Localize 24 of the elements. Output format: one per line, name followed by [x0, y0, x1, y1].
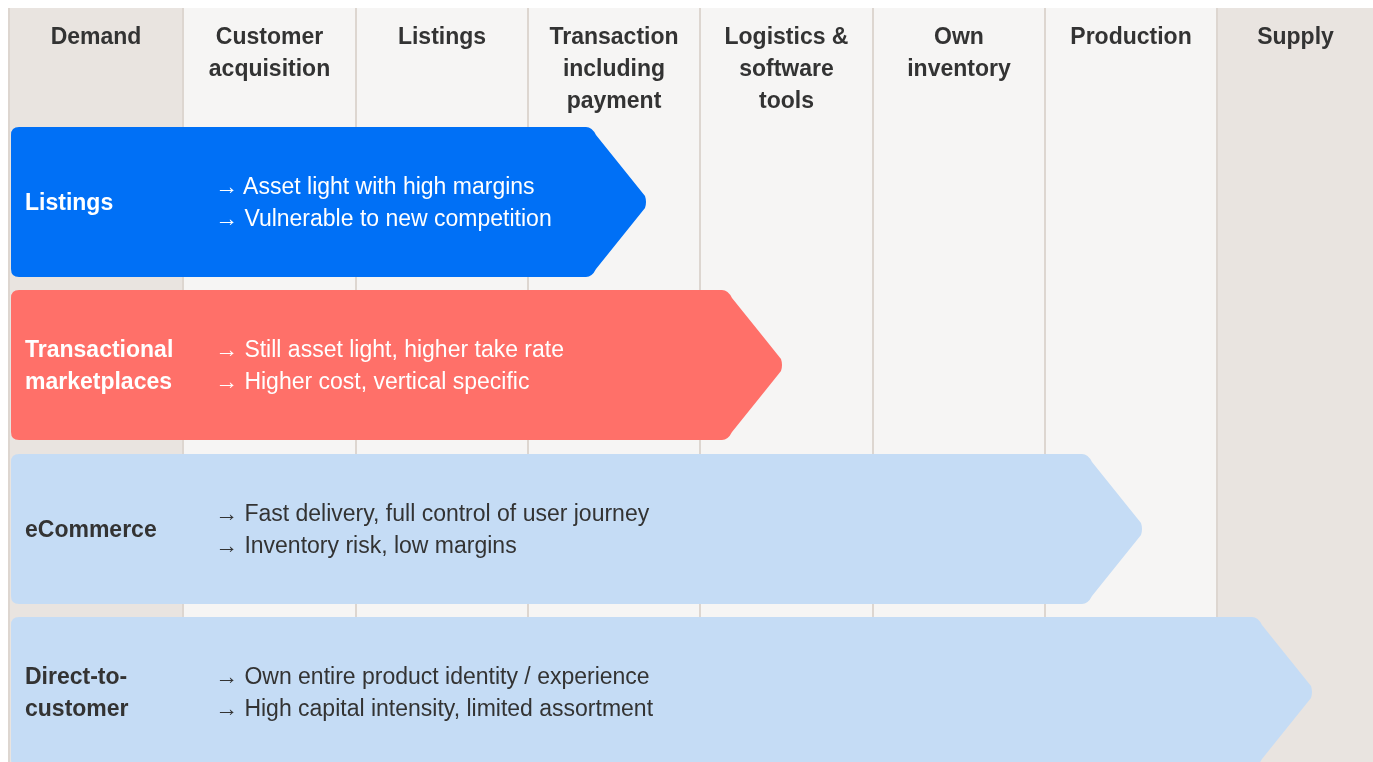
column-heading: Listings [396, 22, 488, 51]
band-heading: eCommerce [25, 515, 158, 544]
column-heading: Production [1069, 22, 1193, 51]
column-heading: Transaction including payment [548, 22, 680, 115]
chevron-band [11, 127, 647, 277]
chevron-band [11, 290, 783, 440]
bullet-text: → Higher cost, vertical specific [215, 367, 530, 396]
column-heading: Demand [49, 22, 143, 51]
column-heading: Customer acquisition [207, 22, 332, 83]
bullet-text: → High capital intensity, limited assortment [215, 694, 654, 723]
bullet-text: → Still asset light, higher take rate [215, 335, 564, 364]
bullet-text: → Fast delivery, full control of user journey [215, 499, 650, 528]
column-heading: Logistics & software tools [723, 22, 850, 115]
column-heading: Supply [1256, 22, 1335, 51]
bullet-text: → Inventory risk, low margins [215, 531, 517, 560]
band-heading: Listings [25, 188, 115, 217]
band-heading: Direct-to-customer [25, 662, 130, 723]
bullet-text: → Own entire product identity / experience [215, 662, 650, 691]
chevron-band [11, 454, 1143, 604]
bullet-text: → Asset light with high margins [215, 172, 535, 201]
bullet-text: → Vulnerable to new competition [215, 204, 552, 233]
band-heading: Transactional marketplaces [25, 335, 175, 396]
column-heading: Own inventory [906, 22, 1012, 83]
chevron-band [11, 617, 1313, 762]
